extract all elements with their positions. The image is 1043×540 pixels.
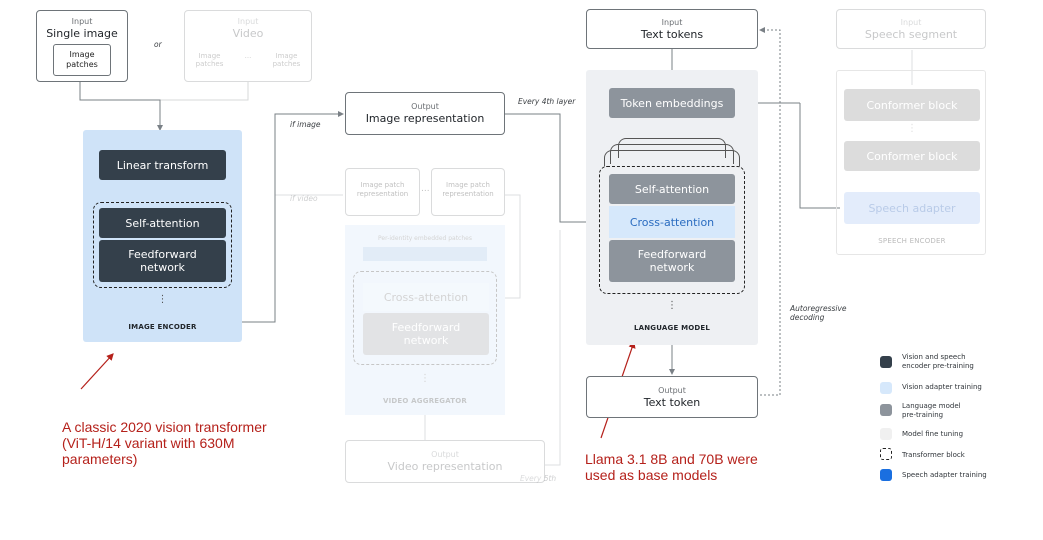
- video-aggregator-transformer-block: [353, 271, 497, 365]
- language-model-caption: LANGUAGE MODEL: [633, 324, 711, 332]
- legend-label-0: Vision and speech encoder pre-training: [902, 353, 974, 370]
- conformer-block-2: Conformer block: [844, 141, 980, 171]
- speech-input-box: Input Speech segment: [836, 9, 986, 49]
- text-token-sub: Output: [658, 386, 686, 395]
- legend-label-1: Vision adapter training: [902, 383, 982, 391]
- video-feedforward-block: Feedforward network: [363, 313, 489, 355]
- video-input-main: Video: [232, 27, 264, 40]
- video-patch-right: Image patches: [272, 52, 301, 68]
- legend: Vision and speech encoder pre-training V…: [880, 352, 1020, 492]
- text-tokens-main: Text tokens: [640, 28, 704, 41]
- image-encoder-caption: IMAGE ENCODER: [128, 323, 197, 331]
- image-representation-main: Image representation: [365, 112, 485, 125]
- legend-label-4: Transformer block: [902, 451, 965, 459]
- lm-self-attention-block: Self-attention: [609, 174, 735, 204]
- legend-swatch-4: [880, 448, 892, 460]
- speech-input-sub: Input: [900, 18, 922, 27]
- video-representation-box: Output Video representation: [345, 440, 545, 483]
- video-patch-rep-ellipsis: ...: [421, 184, 430, 194]
- linear-transform-block: Linear transform: [99, 150, 226, 180]
- if-video-label: if video: [290, 194, 318, 203]
- text-tokens-sub: Input: [661, 18, 683, 27]
- video-input-sub: Input: [237, 17, 259, 26]
- or-label: or: [154, 40, 162, 49]
- video-representation-main: Video representation: [387, 460, 503, 473]
- speech-encoder-caption: SPEECH ENCODER: [878, 237, 946, 245]
- token-embeddings-block: Token embeddings: [609, 88, 735, 118]
- legend-swatch-3: [880, 428, 892, 440]
- every-4th-layer-label: Every 4th layer: [518, 97, 576, 106]
- annotation-llama: Llama 3.1 8B and 70B were used as base m…: [585, 451, 758, 483]
- if-image-label: if image: [290, 120, 321, 129]
- speech-encoder: Conformer block ⋮ Conformer block Speech…: [836, 70, 986, 255]
- text-tokens-box: Input Text tokens: [586, 9, 758, 49]
- video-aggregator-strip: [363, 247, 487, 261]
- video-input-box: Input Video Image patches ... Image patc…: [184, 10, 312, 82]
- encoder-transformer-block: [93, 202, 232, 288]
- image-patches-box: Image patches: [53, 44, 111, 76]
- legend-swatch-5: [880, 469, 892, 481]
- legend-label-2: Language model pre-training: [902, 402, 961, 419]
- video-patch-left: Image patches: [195, 52, 224, 68]
- image-input-main: Single image: [46, 27, 118, 40]
- video-patch-rep-right: Image patch representation: [431, 168, 505, 216]
- image-input-box: Input Single image Image patches: [36, 10, 128, 82]
- video-cross-attention-block: Cross-attention: [363, 283, 489, 311]
- encoder-ellipsis: ⋮: [157, 294, 168, 305]
- stack-layer-1: [604, 150, 740, 170]
- language-model: Token embeddings Self-attention Cross-at…: [586, 70, 758, 345]
- video-aggregator-ellipsis: ⋮: [420, 373, 430, 384]
- conformer-block-1: Conformer block: [844, 89, 980, 121]
- image-encoder: Linear transform Self-attention Feedforw…: [83, 130, 242, 342]
- video-patch-rep-left: Image patch representation: [345, 168, 420, 216]
- text-token-box: Output Text token: [586, 376, 758, 418]
- image-representation-box: Output Image representation: [345, 92, 505, 135]
- lm-ellipsis: ⋮: [667, 300, 677, 311]
- lm-cross-attention-block: Cross-attention: [609, 206, 735, 238]
- autoregressive-label: Autoregressive decoding: [790, 304, 847, 322]
- encoder-feedforward-block: Feedforward network: [99, 240, 226, 282]
- video-patch-representations: Image patch representation ... Image pat…: [345, 168, 505, 216]
- every-5th-label: Every 5th: [520, 474, 557, 483]
- speech-adapter-block: Speech adapter: [844, 192, 980, 224]
- annotation-vision-transformer: A classic 2020 vision transformer (ViT-H…: [62, 419, 267, 467]
- video-aggregator-caption: VIDEO AGGREGATOR: [382, 397, 468, 405]
- legend-swatch-1: [880, 382, 892, 394]
- video-aggregator-per-layer: Per-identity embedded patches: [378, 235, 472, 242]
- video-representation-sub: Output: [431, 450, 459, 459]
- encoder-self-attention-block: Self-attention: [99, 208, 226, 238]
- image-input-sub: Input: [71, 17, 93, 26]
- image-representation-sub: Output: [411, 102, 439, 111]
- speech-input-main: Speech segment: [864, 28, 958, 41]
- lm-feedforward-block: Feedforward network: [609, 240, 735, 282]
- stack-layer-3: [618, 138, 726, 158]
- legend-label-5: Speech adapter training: [902, 471, 987, 479]
- legend-label-3: Model fine tuning: [902, 430, 964, 438]
- text-token-main: Text token: [643, 396, 701, 409]
- legend-swatch-0: [880, 356, 892, 368]
- speech-ellipsis: ⋮: [907, 123, 917, 134]
- legend-swatch-2: [880, 404, 892, 416]
- video-patch-ellipsis: ...: [244, 52, 252, 60]
- video-aggregator: Per-identity embedded patches Cross-atte…: [345, 225, 505, 415]
